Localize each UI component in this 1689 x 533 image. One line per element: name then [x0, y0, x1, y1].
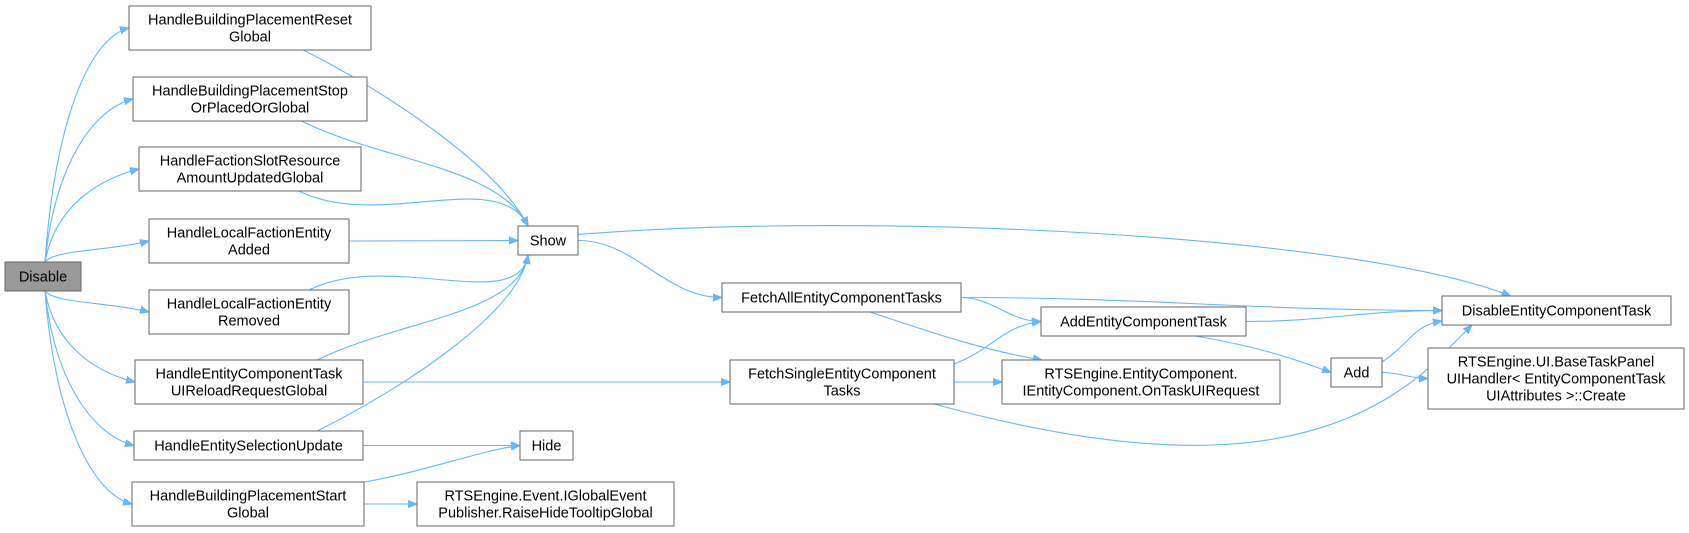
node-label: DisableEntityComponentTask: [1462, 304, 1652, 320]
edge-disable-to-hesu: [44, 290, 134, 446]
edge-fsect-to-dect: [933, 325, 1472, 446]
node-label: Show: [530, 234, 567, 250]
edge-hfsraug-to-show: [298, 190, 528, 226]
edge-show-to-dect: [577, 225, 1511, 297]
edge-add-to-dect: [1381, 321, 1442, 363]
edge-disable-to-hbpsopog: [44, 99, 133, 263]
node-aect[interactable]: AddEntityComponentTask: [1040, 306, 1247, 337]
edge-hesu-to-show: [316, 255, 528, 432]
node-box: [1330, 357, 1383, 388]
node-box: [1040, 306, 1247, 337]
graph-edges: [44, 28, 1511, 504]
node-label: UIHandler< EntityComponentTask: [1447, 372, 1667, 388]
node-box: [1441, 295, 1672, 326]
node-box: [131, 481, 365, 527]
node-box: [128, 5, 372, 51]
node-label: HandleEntitySelectionUpdate: [154, 439, 343, 455]
node-label: Publisher.RaiseHideTooltipGlobal: [438, 506, 652, 522]
edge-aect-to-add: [1194, 335, 1331, 373]
node-box: [148, 289, 350, 335]
node-hbpsopog[interactable]: HandleBuildingPlacementStopOrPlacedOrGlo…: [132, 76, 368, 122]
node-label: Global: [227, 506, 269, 522]
node-ontask[interactable]: RTSEngine.EntityComponent.IEntityCompone…: [1001, 359, 1281, 405]
node-label: HandleLocalFactionEntity: [167, 297, 332, 313]
edge-disable-to-hlfer: [44, 290, 149, 312]
node-label: RTSEngine.EntityComponent.: [1044, 367, 1237, 383]
node-label: HandleEntityComponentTask: [156, 367, 344, 383]
node-box: [4, 261, 82, 292]
node-hfsraug[interactable]: HandleFactionSlotResourceAmountUpdatedGl…: [138, 146, 362, 192]
node-hectuirrg[interactable]: HandleEntityComponentTaskUIReloadRequest…: [134, 359, 364, 405]
edge-disable-to-hlfea: [44, 241, 149, 263]
edge-disable-to-hbprg: [44, 28, 129, 263]
node-faect[interactable]: FetchAllEntityComponentTasks: [721, 282, 962, 313]
node-box: [1001, 359, 1281, 405]
node-box: [416, 481, 675, 527]
edge-hlfea-to-show: [348, 241, 518, 242]
node-label: HandleBuildingPlacementStart: [150, 489, 347, 505]
edge-hbpsopog-to-show: [301, 120, 528, 226]
node-label: Global: [229, 30, 271, 46]
edge-disable-to-hfsraug: [44, 169, 139, 263]
edge-show-to-faect: [577, 239, 722, 298]
edge-faect-to-dect: [960, 296, 1442, 311]
node-label: RTSEngine.Event.IGlobalEvent: [444, 489, 646, 505]
node-label: HandleBuildingPlacementReset: [148, 13, 352, 29]
edge-disable-to-hbpsg: [44, 290, 132, 504]
edge-hbprg-to-show: [302, 49, 528, 226]
node-label: UIAttributes >::Create: [1486, 389, 1626, 405]
edge-aect-to-dect: [1245, 311, 1442, 323]
edge-faect-to-aect: [960, 296, 1041, 322]
node-hesu[interactable]: HandleEntitySelectionUpdate: [133, 430, 364, 461]
node-label: HandleFactionSlotResource: [160, 154, 341, 170]
node-box: [729, 359, 955, 405]
graph-nodes: DisableHandleBuildingPlacementResetGloba…: [4, 5, 1685, 527]
node-label: Added: [228, 243, 270, 259]
node-show[interactable]: Show: [517, 225, 579, 256]
node-label: FetchSingleEntityComponent: [748, 367, 936, 383]
node-label: HandleLocalFactionEntity: [167, 226, 332, 242]
node-add[interactable]: Add: [1330, 357, 1383, 388]
node-box: [134, 359, 364, 405]
node-label: IEntityComponent.OnTaskUIRequest: [1023, 384, 1260, 400]
node-disable[interactable]: Disable: [4, 261, 82, 292]
node-rhtg[interactable]: RTSEngine.Event.IGlobalEventPublisher.Ra…: [416, 481, 675, 527]
node-box: [519, 430, 574, 461]
node-label: UIReloadRequestGlobal: [171, 384, 327, 400]
edge-hectuirrg-to-show: [317, 255, 528, 361]
node-hide[interactable]: Hide: [519, 430, 574, 461]
node-box: [148, 218, 350, 264]
edge-faect-to-ontask: [870, 311, 1042, 360]
edge-disable-to-hectuirrg: [44, 290, 135, 382]
node-label: Tasks: [823, 384, 860, 400]
node-box: [138, 146, 362, 192]
node-box: [133, 430, 364, 461]
node-label: AddEntityComponentTask: [1060, 315, 1228, 331]
edge-fsect-to-aect: [953, 322, 1041, 365]
node-label: AmountUpdatedGlobal: [177, 171, 324, 187]
node-dect[interactable]: DisableEntityComponentTask: [1441, 295, 1672, 326]
node-label: Removed: [218, 314, 280, 330]
node-label: Disable: [19, 270, 67, 286]
node-label: Add: [1344, 366, 1370, 382]
node-box: [132, 76, 368, 122]
node-label: FetchAllEntityComponentTasks: [741, 291, 942, 307]
node-box: [517, 225, 579, 256]
edge-hlfer-to-show: [308, 255, 528, 291]
node-label: OrPlacedOrGlobal: [191, 101, 309, 117]
node-label: RTSEngine.UI.BaseTaskPanel: [1458, 355, 1654, 371]
node-label: Hide: [532, 439, 562, 455]
node-box: [721, 282, 962, 313]
node-label: HandleBuildingPlacementStop: [152, 84, 348, 100]
edge-hbpsg-to-hide: [363, 446, 520, 483]
node-box: [1427, 347, 1685, 410]
edge-add-to-create: [1381, 371, 1428, 379]
